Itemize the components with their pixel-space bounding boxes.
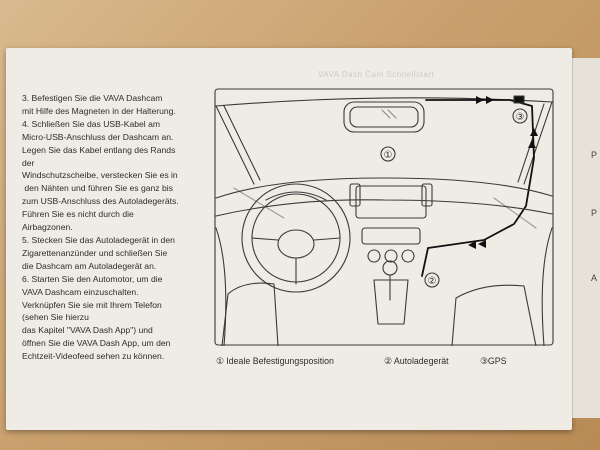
instruction-line: (sehen Sie hierzu (22, 312, 89, 323)
marker-mount: ① (384, 150, 393, 161)
steering-hub (277, 229, 315, 259)
glare-line (493, 197, 537, 229)
instruction-line: 5. Stecken Sie das Autoladegerät in den (22, 234, 175, 245)
next-page-mark: P (591, 208, 598, 218)
steering-wheel-outer (241, 183, 351, 293)
instruction-line: Zigarettenanzünder und schließen Sie (22, 247, 168, 258)
mirror-glare (381, 109, 397, 119)
legend-item-charger: ② Autoladegerät (384, 356, 449, 366)
air-vent-right (421, 183, 433, 207)
car-interior-diagram: ① ② ③ (214, 88, 554, 346)
marker-mount-icon (380, 146, 396, 162)
rearview-mirror (343, 101, 425, 133)
cable-arrow-icon (468, 240, 486, 249)
instruction-line: Legen Sie das Kabel entlang des Rands (22, 144, 176, 155)
instruction-line: Verknüpfen Sie sie mit Ihrem Telefon (22, 299, 162, 310)
legend-item-gps: ③GPS (480, 356, 507, 366)
instruction-line: mit Hilfe des Magneten in der Halterung. (22, 105, 176, 116)
instruction-line: Führen Sie es nicht durch die (22, 209, 134, 220)
dashcam-icon (513, 95, 525, 104)
show-through-heading: VAVA Dash Cam Schnellstart (318, 70, 435, 79)
instruction-line: den Nähten und führen Sie es ganz bis (22, 183, 173, 194)
door-left (215, 227, 227, 346)
instruction-text: 3. Befestigen Sie die VAVA Dashcam mit H… (22, 92, 212, 363)
instruction-line: der (22, 157, 35, 168)
instruction-line: das Kapitel "VAVA Dash App") und (22, 325, 153, 336)
next-page-mark: P (591, 150, 598, 160)
instruction-line: zum USB-Anschluss des Autoladegeräts. (22, 196, 179, 207)
instruction-line: 3. Befestigen Sie die VAVA Dashcam (22, 93, 163, 103)
climate-knob (384, 249, 398, 263)
climate-knob (367, 249, 381, 263)
legend-item-mount: ① Ideale Befestigungsposition (216, 356, 334, 366)
cable-arrow-icon (476, 96, 494, 104)
climate-panel (361, 227, 421, 245)
seat-right (451, 284, 537, 346)
instruction-line: Micro-USB-Anschluss der Dashcam an. (22, 131, 174, 142)
glare-line (233, 187, 285, 219)
instruction-line: VAVA Dashcam einzuschalten. (22, 286, 139, 297)
instruction-line: Echtzeit-Videofeed sehen zu können. (22, 351, 165, 362)
diagram-frame (214, 88, 554, 346)
rearview-mirror-glass (349, 106, 419, 128)
steering-spokes (251, 237, 341, 285)
marker-gps: ③ (516, 112, 525, 123)
instruction-line: öffnen Sie die VAVA Dash App, um den (22, 338, 171, 349)
instruction-line: 6. Starten Sie den Automotor, um die (22, 273, 163, 284)
instruction-line: die Dashcam am Autoladegerät an. (22, 260, 157, 271)
next-page-mark: A (591, 273, 598, 283)
instrument-hood (265, 191, 327, 201)
diagram-legend: ① Ideale Befestigungsposition ② Autolade… (216, 356, 546, 370)
instruction-line: Airbagzonen. (22, 222, 73, 233)
instruction-line: Windschutzscheibe, verstecken Sie es in (22, 170, 178, 181)
gear-knob (382, 260, 398, 276)
gear-console (373, 279, 409, 325)
marker-charger-icon (424, 272, 440, 288)
air-vent-left (349, 183, 361, 207)
marker-gps-icon (512, 108, 528, 124)
center-screen (355, 185, 427, 219)
next-page-edge: P P A (572, 58, 600, 418)
manual-page (6, 48, 572, 430)
door-right (541, 227, 553, 346)
dashboard-top (215, 177, 553, 199)
cable-arrow-icon (528, 128, 538, 148)
a-pillar-left-inner (223, 105, 261, 181)
instruction-line: 4. Schließen Sie das USB-Kabel am (22, 118, 161, 129)
a-pillar-left (215, 105, 255, 185)
climate-knob (401, 249, 415, 263)
marker-charger: ② (428, 276, 437, 287)
a-pillar-right (523, 101, 553, 185)
seat-left (221, 282, 279, 346)
